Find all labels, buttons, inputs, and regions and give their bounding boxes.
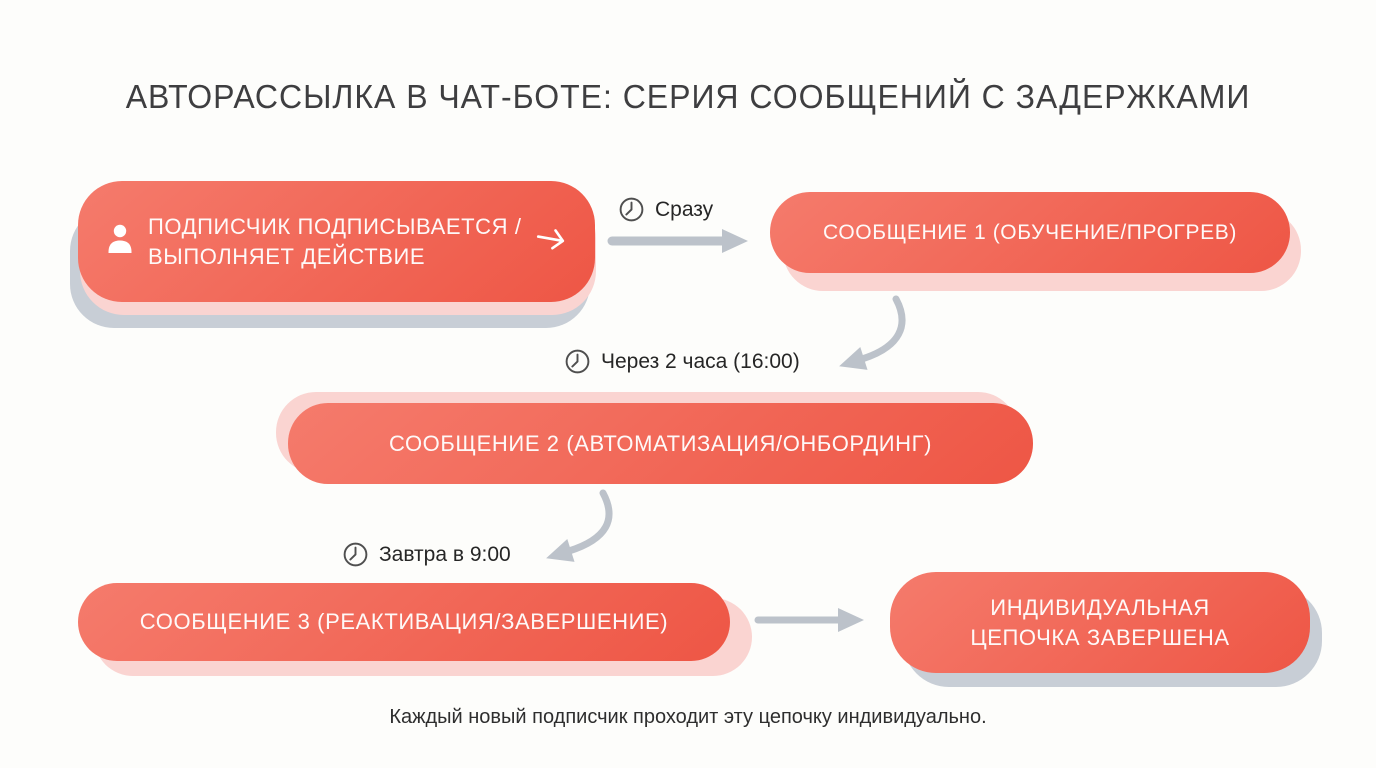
- finished-node: ИНДИВИДУАЛЬНАЯ ЦЕПОЧКА ЗАВЕРШЕНА: [890, 572, 1310, 673]
- flow-arrow-2: [754, 608, 864, 632]
- footer-note: Каждый новый подписчик проходит эту цепо…: [389, 706, 987, 728]
- message3-node: СООБЩЕНИЕ 3 (РЕАКТИВАЦИЯ/ЗАВЕРШЕНИЕ): [78, 583, 730, 661]
- clock-icon: [618, 196, 645, 223]
- subscriber-line2: ВЫПОЛНЯЕТ ДЕЙСТВИЕ: [148, 243, 426, 269]
- delay-text-2: Через 2 часа (16:00): [601, 349, 800, 373]
- clock-icon: [564, 348, 591, 375]
- subscriber-line1: ПОДПИСЧИК ПОДПИСЫВАЕТСЯ /: [148, 214, 522, 240]
- flow-arrow-1: [607, 229, 748, 253]
- message1-label: СООБЩЕНИЕ 1 (ОБУЧЕНИЕ/ПРОГРЕВ): [823, 220, 1237, 244]
- page-title: АВТОРАССЫЛКА В ЧАТ-БОТЕ: СЕРИЯ СООБЩЕНИЙ…: [125, 78, 1251, 115]
- delay-text-3: Завтра в 9:00: [379, 542, 511, 566]
- arrow-right-icon: [535, 224, 569, 259]
- subscriber-node: ПОДПИСЧИК ПОДПИСЫВАЕТСЯ / ВЫПОЛНЯЕТ ДЕЙС…: [78, 181, 595, 302]
- delay-label-2: Через 2 часа (16:00): [564, 348, 800, 375]
- finished-line1: ИНДИВИДУАЛЬНАЯ: [990, 594, 1210, 620]
- delay-text-1: Сразу: [655, 197, 714, 221]
- curved-arrow-2: [546, 489, 613, 562]
- clock-icon: [342, 541, 369, 568]
- curved-arrow-1: [839, 295, 906, 370]
- message2-node: СООБЩЕНИЕ 2 (АВТОМАТИЗАЦИЯ/ОНБОРДИНГ): [288, 403, 1033, 484]
- finished-line2: ЦЕПОЧКА ЗАВЕРШЕНА: [970, 624, 1230, 650]
- message1-node: СООБЩЕНИЕ 1 (ОБУЧЕНИЕ/ПРОГРЕВ): [770, 192, 1290, 273]
- delay-label-3: Завтра в 9:00: [342, 541, 511, 568]
- delay-label-1: Сразу: [618, 196, 713, 223]
- message2-label: СООБЩЕНИЕ 2 (АВТОМАТИЗАЦИЯ/ОНБОРДИНГ): [388, 430, 933, 456]
- message3-label: СООБЩЕНИЕ 3 (РЕАКТИВАЦИЯ/ЗАВЕРШЕНИЕ): [139, 609, 669, 634]
- person-icon: [105, 222, 135, 261]
